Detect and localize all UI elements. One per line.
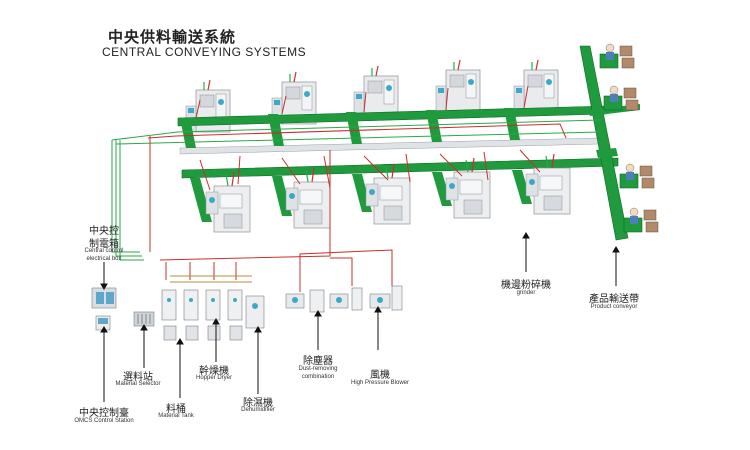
label-tank-en: Material Tank bbox=[158, 413, 194, 419]
label-blower-en: High Pressure Blower bbox=[350, 380, 410, 386]
control-electrical-box bbox=[91, 287, 117, 309]
label-dryer-zh: 幹燥機 bbox=[199, 366, 229, 377]
label-selector-zh: 選料站 bbox=[123, 372, 153, 383]
label-selector-en: Material Selector bbox=[115, 381, 161, 387]
label-conveyor-en: Product conveyor bbox=[590, 304, 638, 310]
label-control-box-en2: electrical box bbox=[86, 256, 122, 262]
label-dust-zh: 除塵器 bbox=[303, 356, 333, 367]
molding-machine bbox=[205, 171, 251, 233]
label-control-station-en: OMCS Control Station bbox=[74, 418, 134, 424]
label-grinder-en: grinder bbox=[516, 290, 536, 296]
title-en: CENTRAL CONVEYING SYSTEMS bbox=[102, 45, 307, 59]
dehumidifier-unit bbox=[245, 295, 265, 329]
label-dust-en2: combination bbox=[301, 374, 335, 380]
molding-machine bbox=[435, 59, 481, 113]
title-zh: 中央供料輸送系統 bbox=[108, 28, 237, 46]
label-control-station-zh: 中央控制臺 bbox=[79, 408, 129, 419]
material-tanks bbox=[163, 325, 243, 341]
label-dehumidifier-zh: 除濕機 bbox=[243, 398, 273, 409]
label-tank-zh: 料桶 bbox=[166, 404, 186, 415]
label-control-box-zh2: 制電箱 bbox=[89, 239, 119, 250]
molding-machine bbox=[353, 65, 399, 119]
label-dehumidifier-en: Dehumidifier bbox=[241, 407, 275, 413]
label-control-box-zh1: 中央控 bbox=[89, 226, 119, 237]
molding-machine bbox=[285, 167, 331, 229]
label-grinder-zh: 機邊粉碎機 bbox=[501, 280, 551, 291]
label-conveyor-zh: 產品輸送帶 bbox=[589, 294, 639, 305]
material-selector bbox=[133, 311, 155, 327]
leader-lines bbox=[100, 232, 620, 402]
molding-machine bbox=[513, 59, 559, 113]
pipelines bbox=[111, 85, 601, 292]
label-control-box-en1: Central control bbox=[84, 248, 124, 254]
dryers bbox=[161, 289, 243, 321]
workstations bbox=[599, 43, 659, 233]
label-dust-en1: Dust-removing bbox=[298, 366, 338, 372]
label-dryer-en: Hopper Dryer bbox=[195, 375, 233, 381]
dust-removing-combination bbox=[285, 287, 363, 313]
label-blower-zh: 風機 bbox=[370, 370, 390, 381]
high-pressure-blower bbox=[369, 285, 403, 311]
